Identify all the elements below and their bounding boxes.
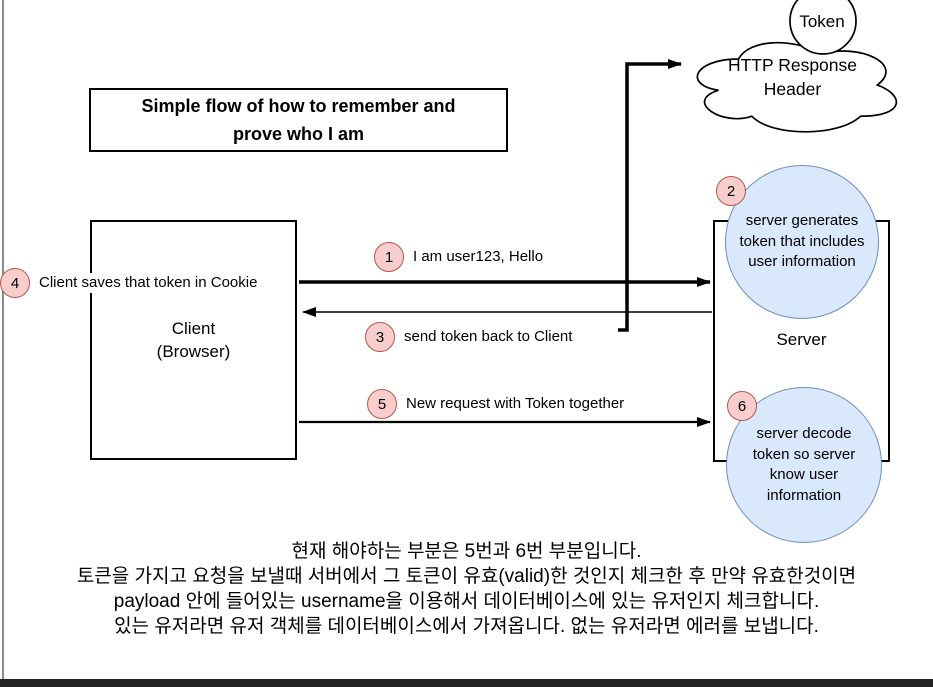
- step5-label: New request with Token together: [406, 395, 625, 412]
- notes-block: 현재 해야하는 부분은 5번과 6번 부분입니다. 토큰을 가지고 요청을 보낼…: [0, 539, 933, 639]
- window-bottom-bar: [0, 679, 933, 687]
- step4-label: Client saves that token in Cookie: [37, 273, 260, 293]
- token-bubble: [789, 0, 857, 55]
- step-badge-6: 6: [727, 391, 757, 421]
- step-badge-2: 2: [716, 176, 746, 206]
- info-circle-step2: server generates token that includes use…: [725, 165, 879, 319]
- note-line-3: payload 안에 들어있는 username을 이용해서 데이터베이스에 있…: [113, 591, 820, 612]
- step-badge-1: 1: [374, 242, 404, 272]
- client-box-label: Client (Browser): [156, 319, 231, 361]
- step-badge-5: 5: [367, 389, 397, 419]
- step1-label: I am user123, Hello: [413, 248, 544, 265]
- cloud-label: HTTP Response Header: [727, 55, 858, 99]
- server-box-label: Server: [776, 330, 827, 349]
- info-circle-step2-text: server generates token that includes use…: [739, 212, 865, 271]
- title-box: Simple flow of how to remember and prove…: [89, 88, 508, 152]
- arrow-token-to-response-header: [618, 59, 682, 332]
- step3-label: send token back to Client: [404, 328, 573, 345]
- window-left-border: [2, 0, 4, 679]
- step-badge-4: 4: [0, 268, 30, 298]
- info-circle-step6-text: server decode token so server know user …: [752, 425, 856, 504]
- note-line-2: 토큰을 가지고 요청을 보낼때 서버에서 그 토큰이 유효(valid)한 것인…: [76, 566, 857, 587]
- token-label: Token: [799, 12, 845, 31]
- step-badge-3: 3: [365, 322, 395, 352]
- note-line-1: 현재 해야하는 부분은 5번과 6번 부분입니다.: [291, 541, 642, 562]
- info-circle-step6: server decode token so server know user …: [726, 387, 882, 543]
- note-line-4: 있는 유저라면 유저 객체를 데이터베이스에서 가져옵니다. 없는 유저라면 에…: [114, 616, 819, 637]
- client-box: Client (Browser): [90, 220, 297, 460]
- title-text: Simple flow of how to remember and prove…: [141, 96, 456, 144]
